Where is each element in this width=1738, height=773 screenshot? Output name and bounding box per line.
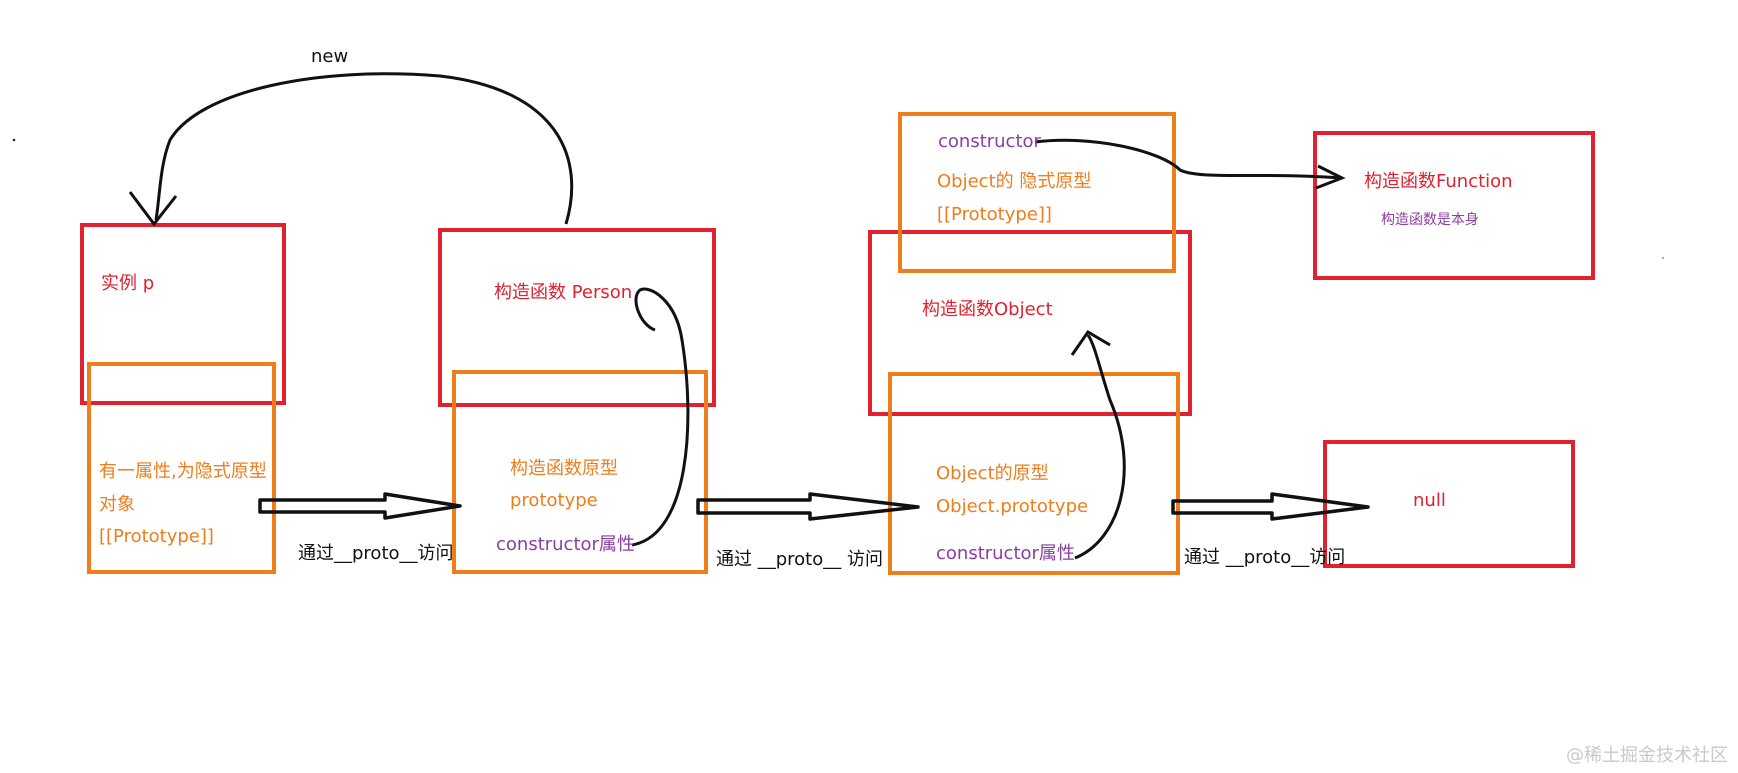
object-implicit-line1: Object的 隐式原型 (937, 171, 1092, 192)
person-prototype-box (452, 370, 708, 574)
object-constructor-box (868, 230, 1192, 416)
new-arrowhead (128, 191, 178, 227)
function-note: 构造函数是本身 (1381, 212, 1479, 228)
instance-proto-line1: 有一属性,为隐式原型 (99, 461, 267, 482)
instance-p-box (80, 223, 286, 405)
instance-proto-line3: [[Prototype]] (99, 526, 214, 547)
function-constructor-box (1313, 131, 1595, 280)
proto-arrow-3 (1171, 492, 1370, 521)
via-proto-label-3: 通过 __proto__访问 (1184, 547, 1346, 568)
proto-arrow-1 (258, 492, 462, 520)
null-box (1323, 440, 1575, 568)
function-constructor-arrowhead (1315, 164, 1346, 190)
object-implicit-prototype-box (898, 112, 1176, 273)
object-proto-line2: Object.prototype (936, 496, 1089, 517)
function-constructor-label: 构造函数Function (1364, 171, 1513, 192)
person-proto-line1: 构造函数原型 (510, 458, 618, 479)
stray-dot (12, 138, 16, 142)
object-constructor-label: 构造函数Object (922, 299, 1053, 320)
instance-prototype-box (87, 362, 276, 574)
instance-proto-line2: 对象 (99, 494, 135, 515)
object-constructor-attr: constructor属性 (936, 543, 1075, 564)
person-proto-line2: prototype (510, 490, 598, 511)
object-proto-line1: Object的原型 (936, 463, 1049, 484)
person-constructor-label: 构造函数 Person (494, 282, 633, 303)
function-constructor-arrow (1034, 138, 1343, 180)
new-arrow (154, 72, 574, 225)
person-constructor-box (438, 228, 716, 407)
person-constructor-attr: constructor属性 (496, 534, 635, 555)
object-implicit-line2: [[Prototype]] (937, 204, 1052, 225)
null-label: null (1413, 490, 1446, 511)
via-proto-label-2: 通过 __proto__ 访问 (716, 549, 883, 570)
object-top-constructor: constructor (938, 131, 1041, 152)
person-constructor-arrow (631, 287, 690, 547)
object-prototype-box (888, 372, 1180, 575)
proto-arrow-2 (696, 492, 920, 521)
stray-dot (1662, 257, 1664, 259)
instance-p-label: 实例 p (101, 273, 155, 294)
object-constructor-arrowhead (1070, 330, 1111, 356)
new-label: new (311, 46, 349, 67)
watermark: @稀土掘金技术社区 (1566, 745, 1728, 766)
via-proto-label-1: 通过__proto__访问 (298, 543, 454, 564)
object-constructor-arrow (1074, 334, 1126, 560)
